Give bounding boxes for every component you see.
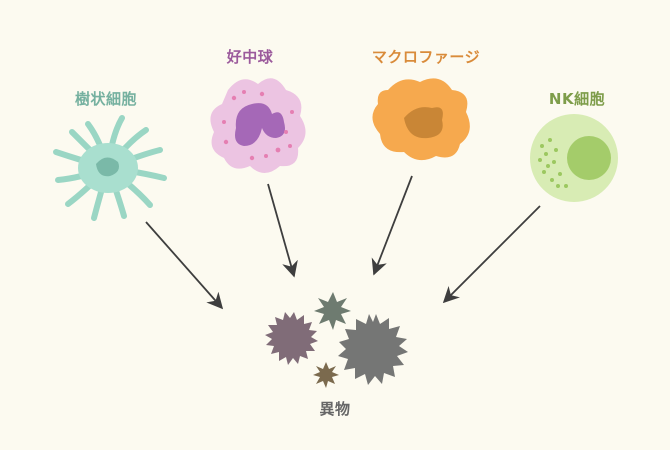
arrow-macrophage [371, 175, 413, 276]
foreign-particle-teal [314, 292, 351, 330]
foreign-particle-purple [265, 312, 318, 365]
nk-cell-label: NK細胞 [548, 90, 606, 108]
foreign-body-label: 異物 [319, 400, 351, 418]
neutrophil-icon [210, 78, 306, 173]
macrophage-icon [372, 78, 470, 161]
arrows [145, 175, 541, 310]
neutrophil-label: 好中球 [226, 48, 274, 66]
nk-cell-icon [530, 114, 618, 202]
arrow-nk [442, 205, 541, 304]
foreign-particle-gray [338, 314, 408, 385]
foreign-body-icon [265, 292, 408, 388]
dendritic-cell-icon [53, 115, 167, 221]
arrow-neutrophil [267, 183, 298, 278]
macrophage-label: マクロファージ [371, 48, 481, 66]
dendritic-cell-label: 樹状細胞 [74, 90, 138, 108]
arrow-dendritic [145, 221, 224, 310]
foreign-particle-brown [313, 362, 339, 388]
